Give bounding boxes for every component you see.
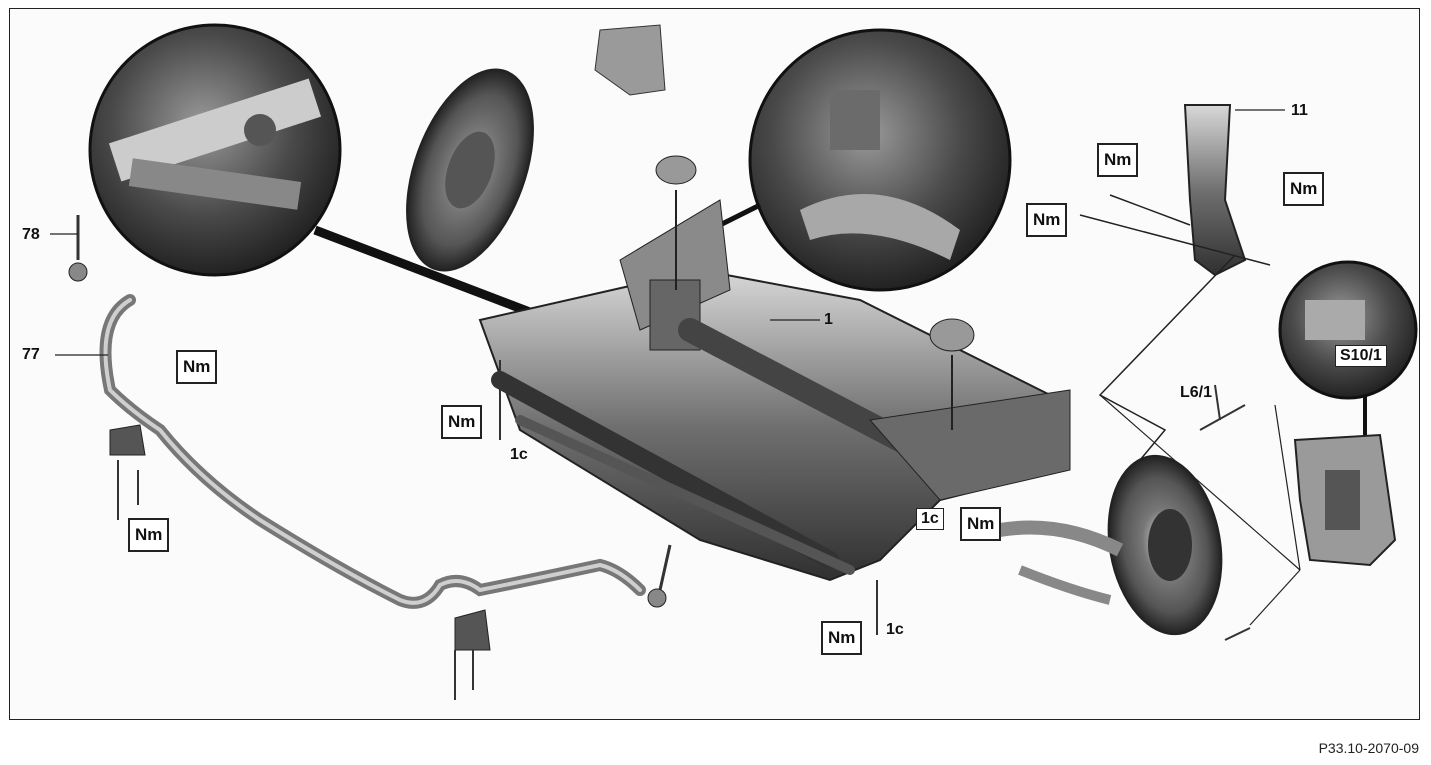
front-axle-subframe — [478, 199, 1071, 582]
brake-disc-right — [998, 454, 1223, 636]
torque-box-5: Nm — [960, 507, 1002, 541]
brake-disc-left — [406, 68, 534, 272]
label-11: 11 — [1291, 102, 1308, 119]
detail-lens-left — [88, 23, 762, 405]
label-78: 78 — [22, 226, 40, 243]
label-1c-bottom: 1c — [886, 621, 904, 638]
mount-left — [655, 155, 697, 290]
torque-box-7: Nm — [1026, 203, 1068, 237]
label-1c-left: 1c — [510, 446, 528, 463]
torque-box-4: Nm — [821, 621, 863, 655]
label-1: 1 — [824, 311, 833, 328]
label-77: 77 — [22, 346, 40, 363]
label-L6-1: L6/1 — [1180, 384, 1213, 401]
torque-box-8: Nm — [1283, 172, 1325, 206]
detail-lens-center — [718, 28, 1012, 292]
shock-absorber — [1079, 104, 1271, 461]
torque-box-6: Nm — [1097, 143, 1139, 177]
mount-right — [929, 318, 975, 430]
label-1c-right: 1c — [916, 508, 944, 530]
torque-box-2: Nm — [128, 518, 170, 552]
label-S10-1: S10/1 — [1335, 345, 1387, 367]
torque-box-3: Nm — [441, 405, 483, 439]
figure-code: P33.10-2070-09 — [1318, 740, 1419, 756]
torque-box-1: Nm — [176, 350, 218, 384]
